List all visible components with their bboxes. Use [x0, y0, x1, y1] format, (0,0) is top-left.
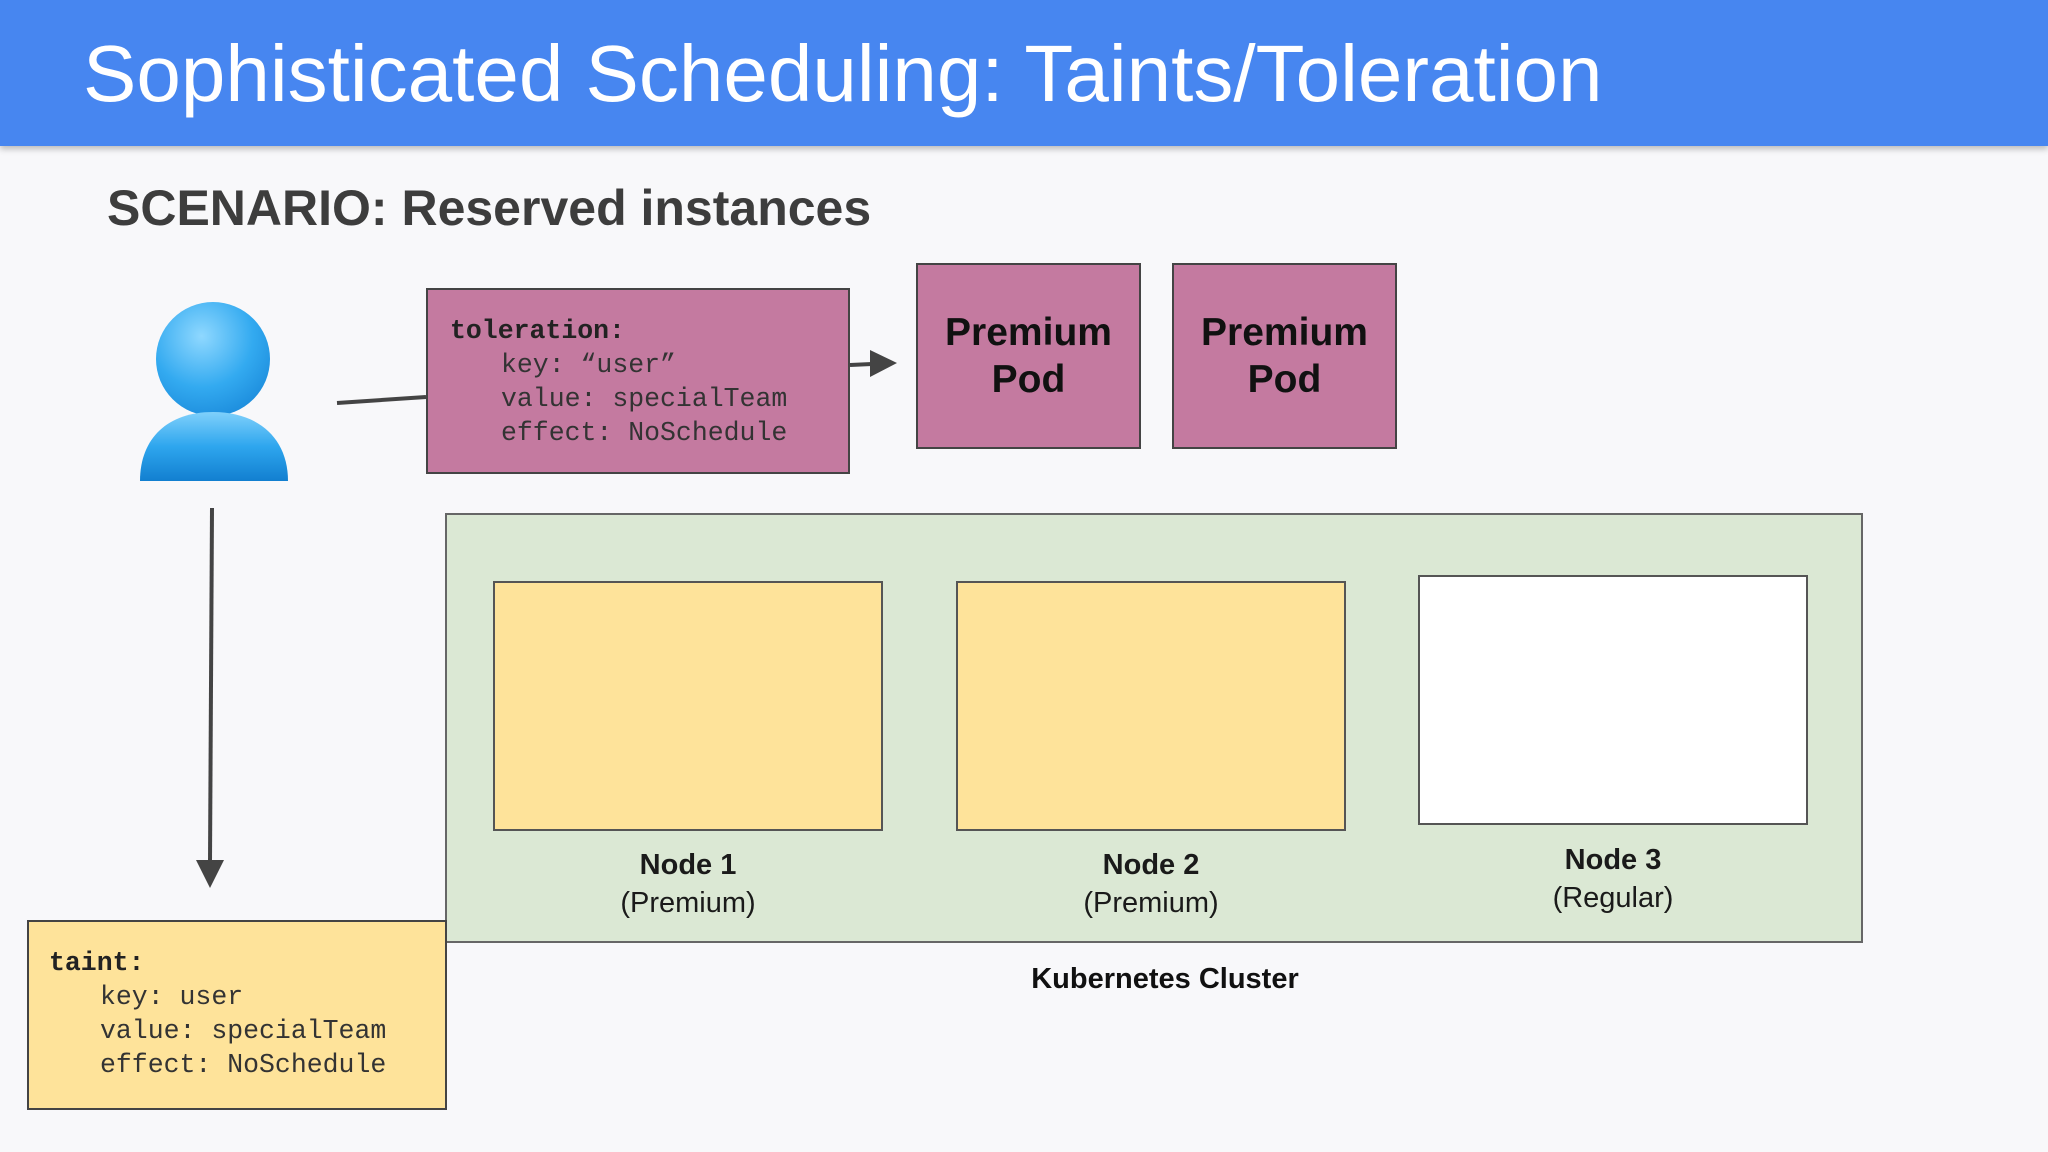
slide-header: Sophisticated Scheduling: Taints/Tolerat…	[0, 0, 2048, 146]
toleration-effect: effect: NoSchedule	[501, 418, 788, 448]
node-1-box	[493, 581, 883, 831]
taint-box: taint: key: user value: specialTeam effe…	[27, 920, 447, 1110]
pod-1-line1: Premium	[945, 311, 1112, 354]
node-3-box	[1418, 575, 1808, 825]
premium-pod-2: Premium Pod	[1172, 263, 1397, 449]
taint-arrow-head	[196, 860, 224, 888]
node-2-label: Node 2 (Premium)	[1001, 846, 1301, 922]
toleration-value: value: specialTeam	[501, 384, 788, 414]
pod-1-line2: Pod	[991, 358, 1066, 401]
taint-key: key: user	[100, 982, 244, 1012]
node-1-name: Node 1	[639, 849, 737, 881]
toleration-heading: toleration:	[450, 316, 625, 346]
taint-effect: effect: NoSchedule	[100, 1050, 387, 1080]
node-1-label: Node 1 (Premium)	[538, 846, 838, 922]
node-3-label: Node 3 (Regular)	[1463, 841, 1763, 917]
toleration-key: key: “user”	[501, 350, 676, 380]
taint-heading: taint:	[49, 948, 145, 978]
toleration-arrow-head	[870, 350, 897, 377]
pod-2-line1: Premium	[1201, 311, 1368, 354]
node-1-type: (Premium)	[620, 887, 756, 919]
node-2-name: Node 2	[1102, 849, 1200, 881]
node-3-type: (Regular)	[1552, 882, 1674, 914]
user-to-toleration-line	[336, 395, 427, 405]
pod-2-line2: Pod	[1247, 358, 1322, 401]
node-3-name: Node 3	[1564, 844, 1662, 876]
node-2-box	[956, 581, 1346, 831]
toleration-box: toleration: key: “user” value: specialTe…	[426, 288, 850, 474]
kubernetes-cluster: Node 1 (Premium) Node 2 (Premium) Node 3…	[445, 513, 1863, 943]
node-2-type: (Premium)	[1083, 887, 1219, 919]
cluster-label: Kubernetes Cluster	[1031, 963, 1299, 995]
user-to-taint-arrow	[208, 507, 214, 863]
slide-title: Sophisticated Scheduling: Taints/Tolerat…	[83, 29, 1603, 118]
user-icon	[140, 302, 288, 481]
premium-pod-1: Premium Pod	[916, 263, 1141, 449]
toleration-to-pod-arrow	[849, 362, 873, 367]
scenario-subtitle: SCENARIO: Reserved instances	[107, 180, 872, 236]
taint-value: value: specialTeam	[100, 1016, 387, 1046]
